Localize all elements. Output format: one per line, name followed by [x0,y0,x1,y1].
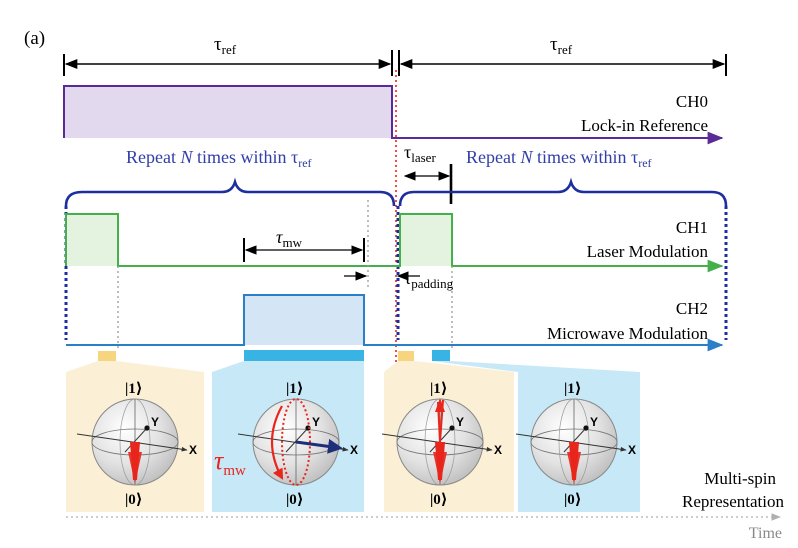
svg-text:X: X [494,443,502,457]
laser-panel-connector-2 [384,361,514,372]
ch1-description: Laser Modulation [587,242,709,261]
svg-text:X: X [628,443,636,457]
mw-panel-connector [212,361,364,372]
svg-text:|0⟩: |0⟩ [286,492,304,508]
ch2-description: Microwave Modulation [547,324,708,343]
svg-text:Y: Y [312,415,320,429]
tau-laser-dimension [403,164,453,204]
svg-text:X: X [350,443,358,457]
ch0-description: Lock-in Reference [581,116,708,135]
svg-text:|1⟩: |1⟩ [125,381,143,397]
svg-text:|0⟩: |0⟩ [564,492,582,508]
ch0-name: CH0 [676,92,708,111]
ch0-signal [63,85,724,145]
tau-ref-right-label: τref [550,34,573,57]
laser-marker-2 [398,351,414,361]
ch1-signal [65,213,724,273]
laser-panel-connector-1 [66,361,204,372]
mw-panel-connector-2 [432,361,640,372]
time-label: Time [749,525,782,542]
tau-ref-left-label: τref [214,34,237,57]
svg-text:Y: Y [151,415,159,429]
ch1-name: CH1 [676,218,708,237]
svg-text:|1⟩: |1⟩ [564,381,582,397]
repeat-right-label: Repeat N times within τref [466,147,652,170]
bloch-sphere-3: |1⟩ |0⟩ X Y [381,381,502,508]
svg-text:Y: Y [590,415,598,429]
repeat-left-label: Repeat N times within τref [126,147,312,170]
representation-label: Representation [682,492,784,511]
tau-mw-label: τmw [276,227,303,250]
panel-label: (a) [24,28,45,49]
bloch-sphere-4: |1⟩ |0⟩ X Y [515,381,636,508]
repeat-left-brace [64,177,396,207]
tau-laser-label: τlaser [404,142,436,165]
svg-text:X: X [189,443,197,457]
big-tau-mw-label: τmw [214,446,246,479]
multi-spin-label: Multi-spin [704,469,776,488]
bloch-sphere-1: |1⟩ |0⟩ X Y [76,381,197,508]
tau-ref-left-dimension: τref [63,34,393,76]
repeat-right-brace [398,177,728,207]
mw-marker-2 [432,350,450,361]
ch2-signal [66,294,724,352]
svg-text:|0⟩: |0⟩ [430,492,448,508]
timing-guides [117,200,453,350]
mw-marker-1 [244,350,364,361]
tau-mw-dimension [243,238,365,262]
ch2-name: CH2 [676,299,708,318]
laser-marker-1 [98,351,116,361]
svg-text:|1⟩: |1⟩ [286,381,304,397]
svg-text:Y: Y [456,415,464,429]
tau-ref-right-dimension: τref [398,34,727,76]
tau-padding-label: τpadding [404,268,454,291]
svg-text:|0⟩: |0⟩ [125,492,143,508]
svg-text:|1⟩: |1⟩ [430,381,448,397]
bloch-sphere-2: |1⟩ |0⟩ X Y [237,381,358,508]
